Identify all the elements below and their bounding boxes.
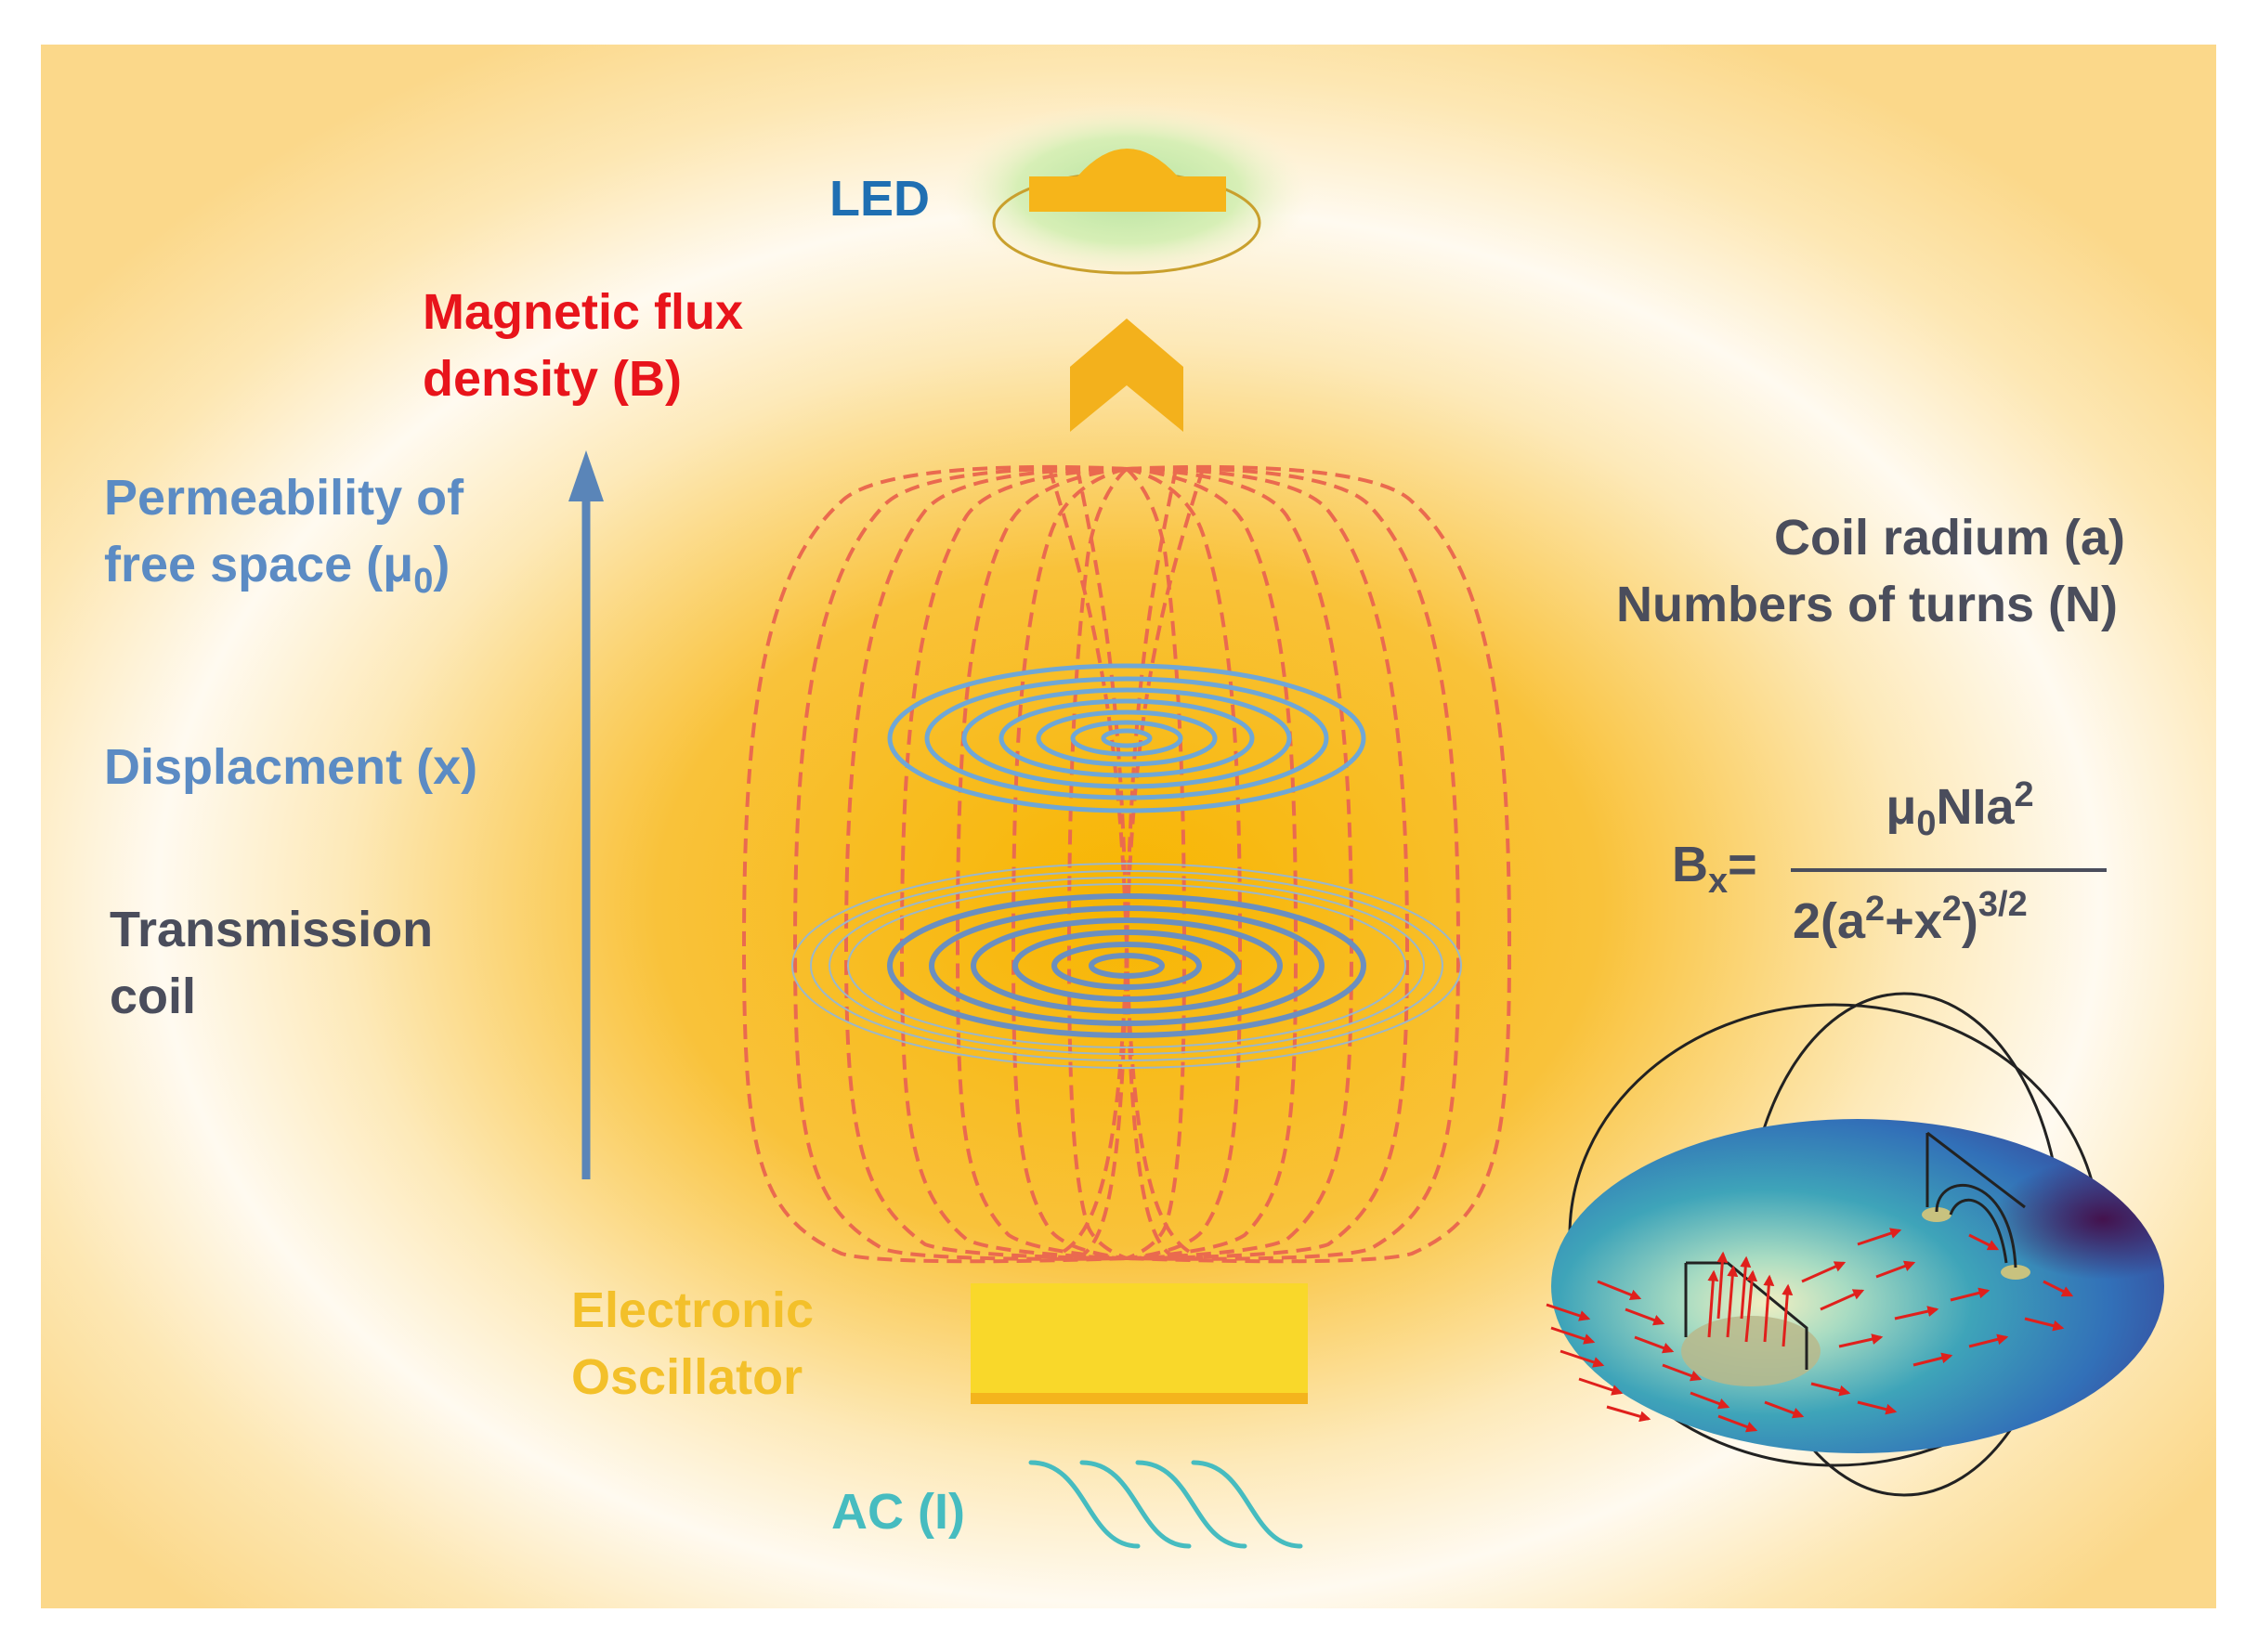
oscillator-line1: Electronic [571, 1282, 815, 1338]
permeability-line1: Permeability of [104, 470, 464, 526]
oscillator-block [971, 1283, 1308, 1404]
up-chevron-icon [1070, 319, 1183, 432]
formula-lhs: Bx= [1672, 837, 1757, 901]
led-label: LED [829, 171, 930, 227]
magnetic-field-lines [741, 464, 1512, 1264]
magnetic-flux-line2: density (B) [423, 351, 683, 407]
oscillator-label: Electronic Oscillator [571, 1277, 814, 1411]
permeability-subscript: 0 [413, 561, 434, 601]
displacement-label: Displacment (x) [104, 739, 478, 795]
coil-radius-label: Coil radium (a) [1774, 510, 2126, 566]
magnetic-flux-label: Magnetic flux density (B) [423, 279, 743, 412]
parameter-arrow [568, 450, 604, 1179]
transmission-line1: Transmission [110, 902, 434, 957]
simulation-inset [1546, 992, 2164, 1497]
permeability-line2: free space (μ0) [104, 537, 450, 601]
transmission-line2: coil [110, 969, 197, 1024]
magnetic-field-formula: Bx= μ0NIa2 2(a2+x2)3/2 [1672, 775, 2118, 989]
ac-wave-icon [1028, 1460, 1303, 1549]
transmission-coil-label: Transmission coil [110, 896, 433, 1030]
led-icon [943, 102, 1314, 279]
formula-exponent: 3/2 [1977, 885, 2028, 924]
formula-numerator: μ0NIa2 [1886, 775, 2034, 843]
turns-label: Numbers of turns (N) [1616, 577, 2118, 632]
formula-fraction-bar [1791, 868, 2107, 872]
ac-label: AC (I) [831, 1484, 965, 1540]
magnetic-flux-line1: Magnetic flux [423, 284, 744, 340]
permeability-label: Permeability of free space (μ0) [104, 464, 463, 615]
receiver-coil [887, 663, 1366, 813]
oscillator-line2: Oscillator [571, 1349, 803, 1405]
transmission-coil [791, 863, 1462, 1069]
formula-denominator: 2(a2+x2)3/2 [1793, 885, 2028, 949]
